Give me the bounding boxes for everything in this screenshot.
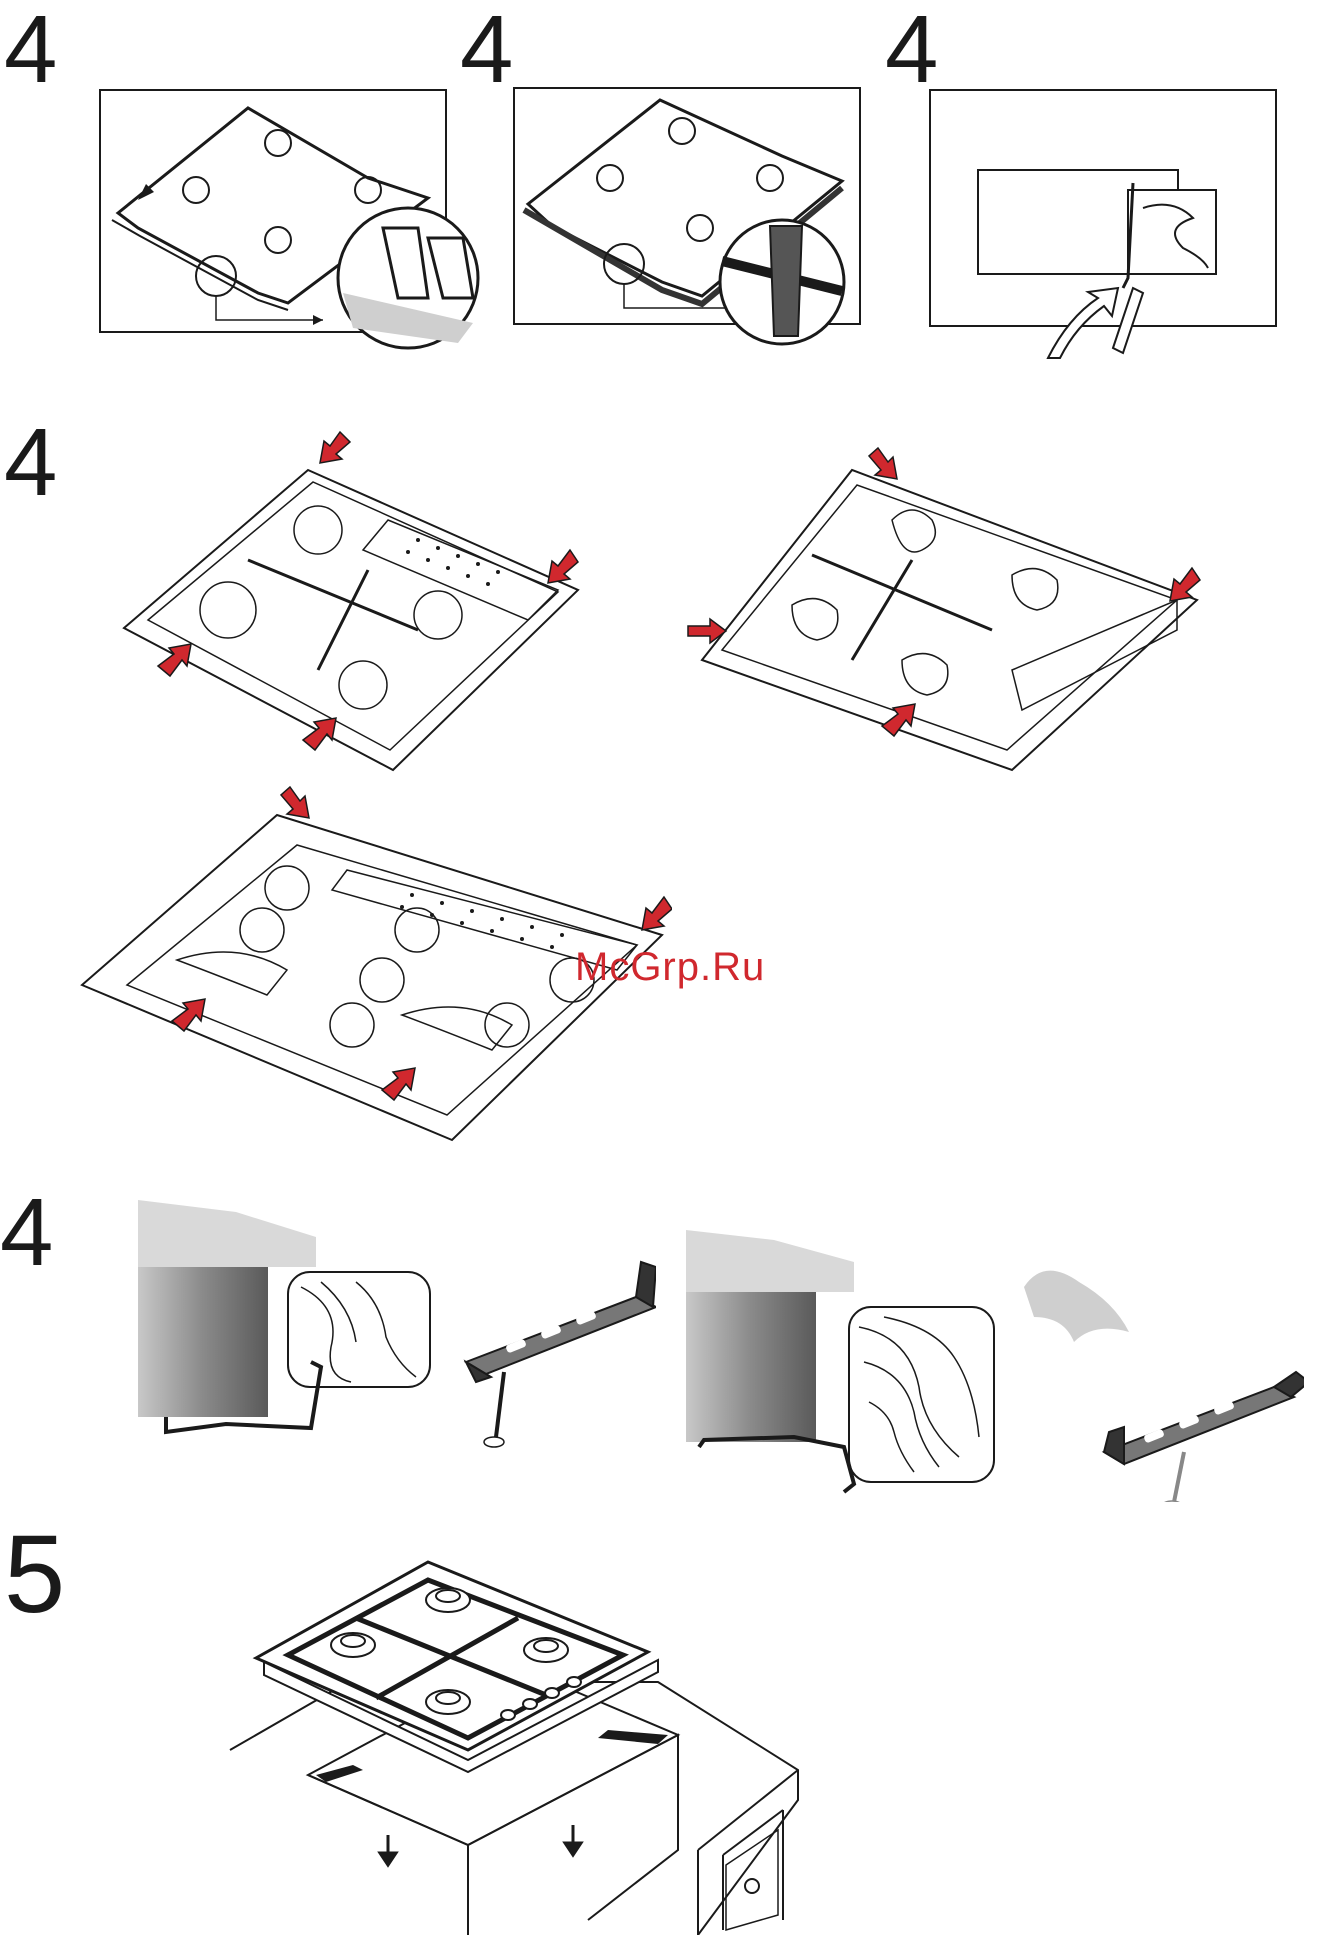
watermark: McGrp.Ru (575, 945, 765, 990)
figure-hob-into-worktop (228, 1520, 808, 1935)
step-number: 4 (4, 2, 57, 98)
step-number: 5 (4, 1520, 65, 1630)
figure-clip-install-a (98, 88, 498, 368)
figure-bracket-thick-worktop (684, 1222, 1304, 1502)
step-number: 4 (4, 415, 57, 511)
figure-hob-underside-b (682, 440, 1202, 780)
figure-hob-underside-a (118, 420, 598, 780)
figure-clip-on-edge (928, 88, 1278, 378)
figure-bracket-thin-worktop (136, 1192, 656, 1472)
step-number: 4 (885, 2, 938, 98)
figure-clip-install-b (512, 86, 862, 356)
step-number: 4 (0, 1185, 53, 1281)
step-number: 4 (460, 2, 513, 98)
